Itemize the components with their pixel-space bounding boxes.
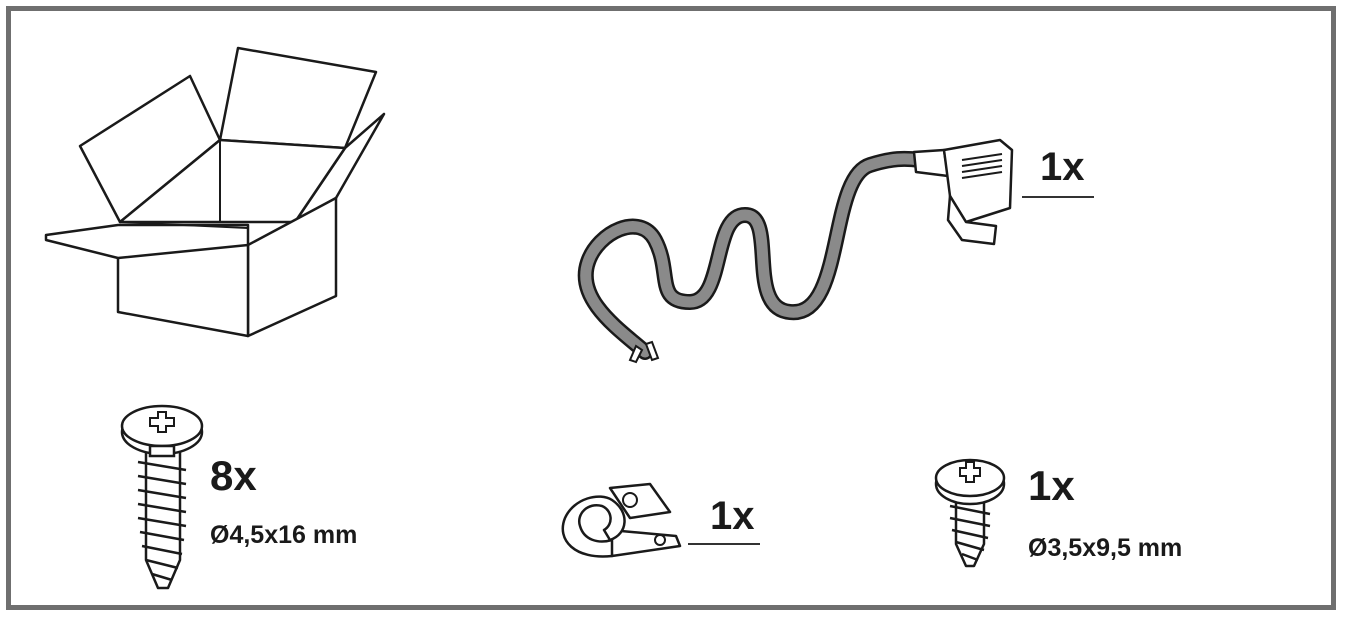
power-cord-quantity: 1x [1040, 145, 1085, 189]
large-screw-quantity: 8x [210, 452, 257, 499]
large-screw-size: Ø4,5x16 mm [210, 521, 358, 549]
cable-clip-quantity: 1x [710, 494, 755, 538]
cable-clip-leader-line [688, 543, 760, 545]
power-cord-icon [580, 132, 1020, 368]
small-screw-size: Ø3,5x9,5 mm [1028, 534, 1183, 562]
large-screw-icon [118, 398, 206, 592]
power-cord-leader-line [1022, 196, 1094, 198]
open-box-icon [44, 44, 390, 340]
cable-clip-icon [555, 480, 685, 560]
small-screw-quantity: 1x [1028, 462, 1075, 509]
small-screw-icon [930, 452, 1010, 570]
